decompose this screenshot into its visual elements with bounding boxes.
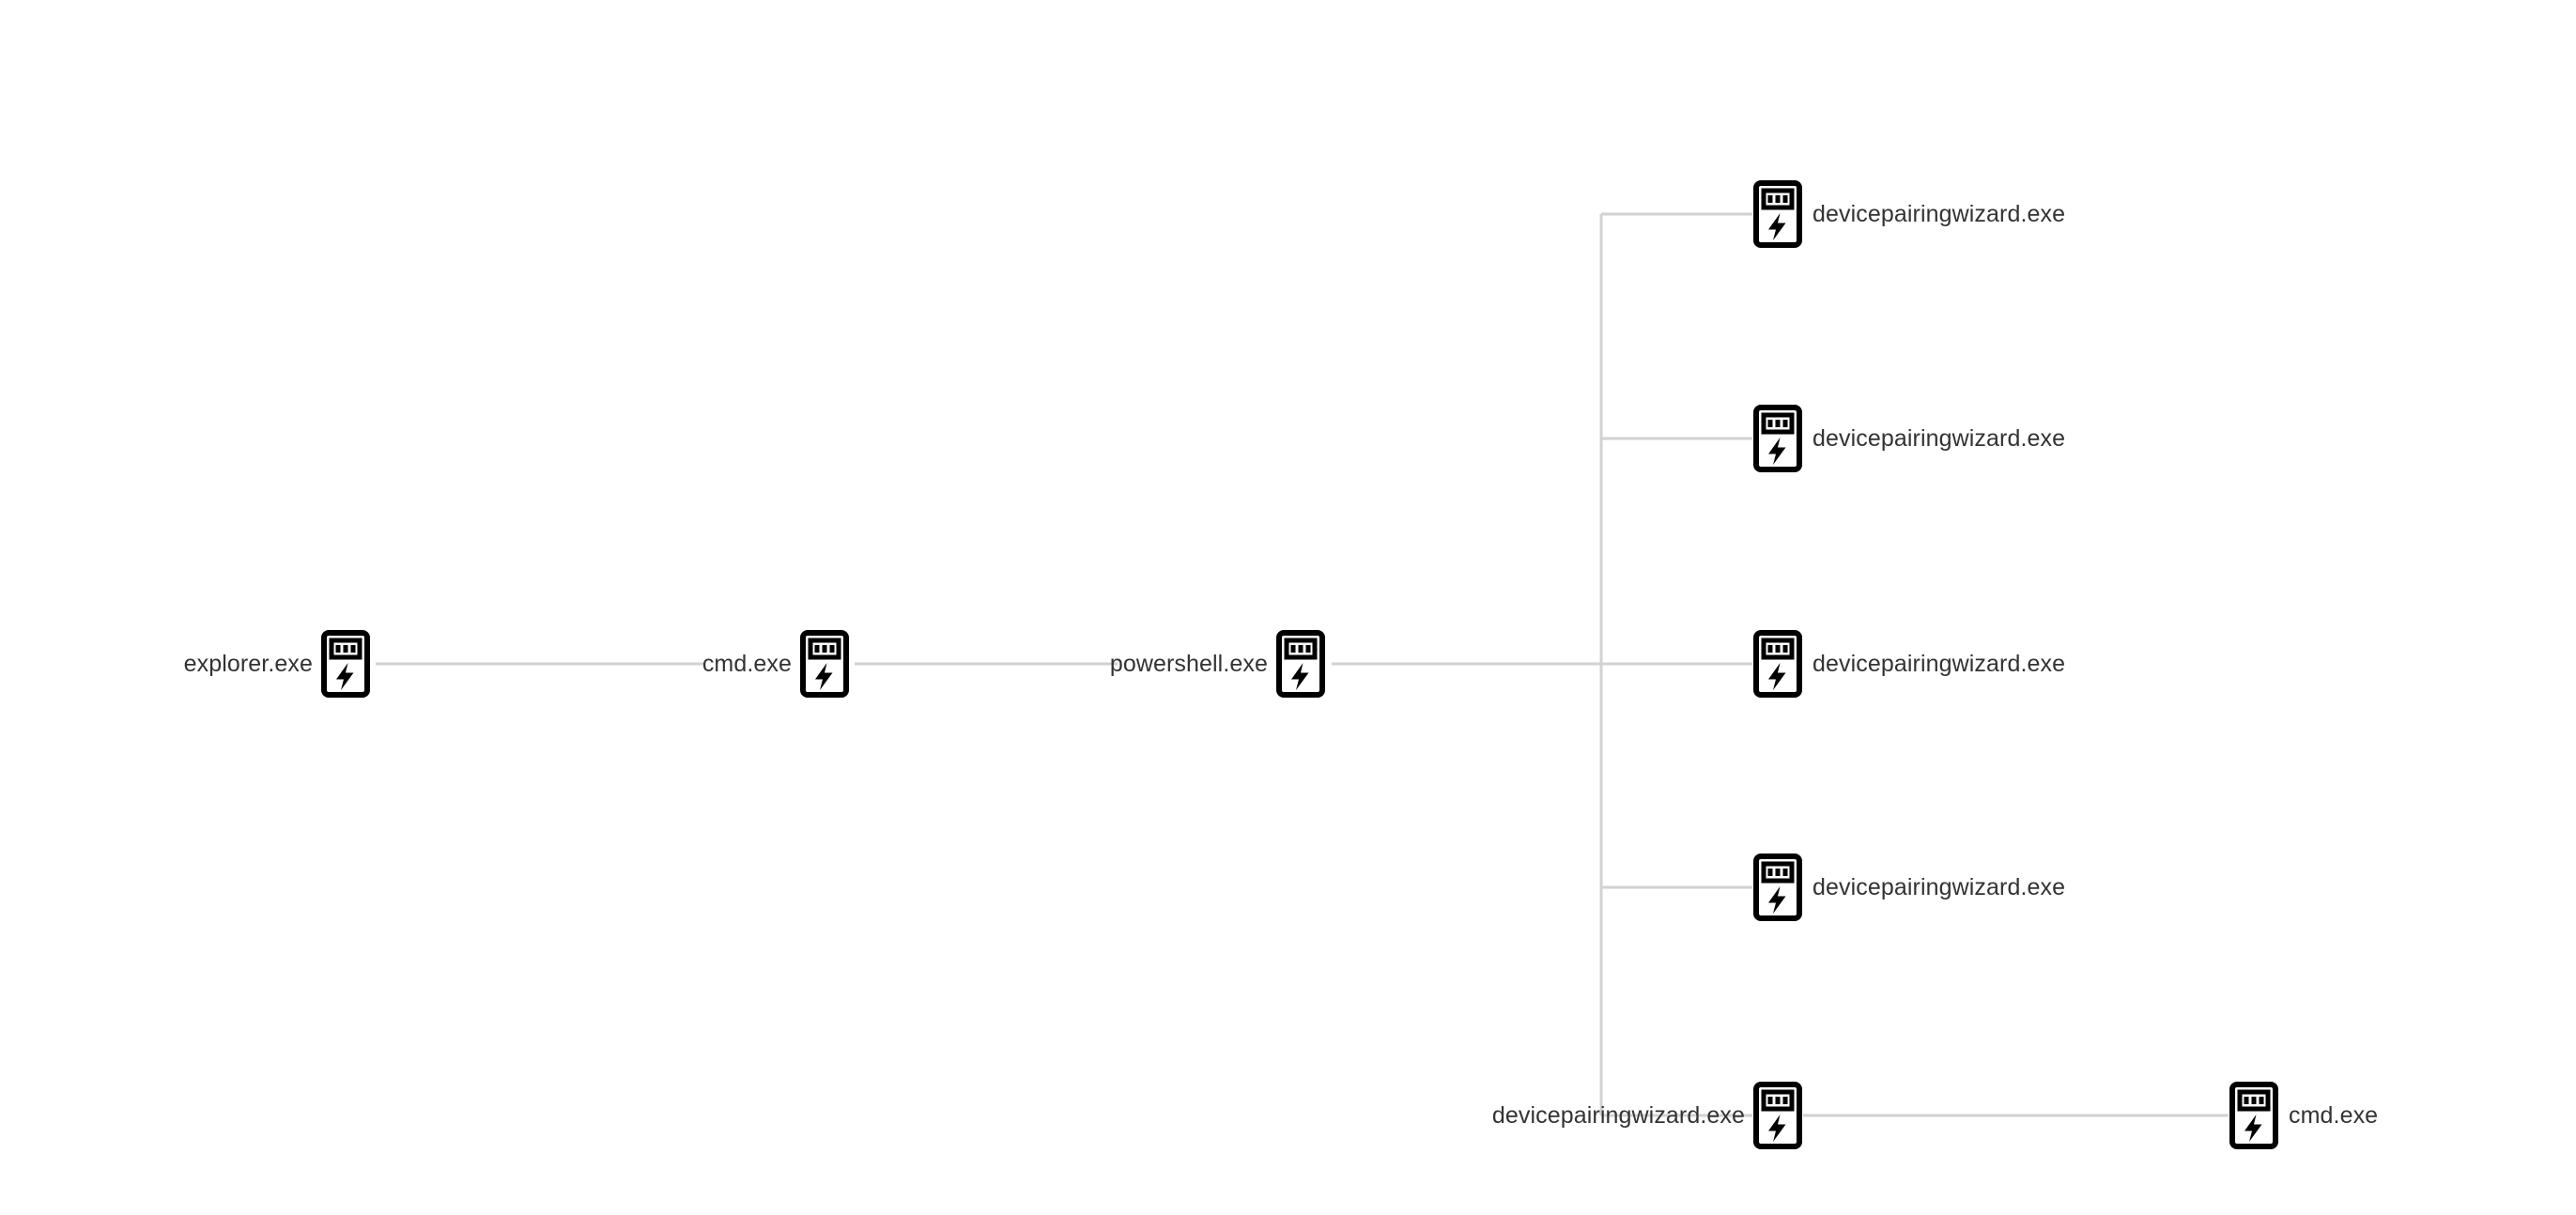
executable-process-icon <box>1753 630 1802 698</box>
executable-process-icon <box>321 630 370 698</box>
process-node-label: devicepairingwizard.exe <box>1491 1101 1745 1129</box>
process-node-powershell[interactable]: powershell.exe <box>1110 630 1326 698</box>
executable-process-icon <box>1753 180 1802 248</box>
executable-process-icon[interactable] <box>1752 180 1803 248</box>
process-node-dpw5[interactable]: devicepairingwizard.exe <box>1492 1082 1803 1149</box>
process-node-label: devicepairingwizard.exe <box>1812 424 2066 452</box>
process-node-explorer[interactable]: explorer.exe <box>184 630 371 698</box>
process-node-label: cmd.exe <box>2289 1101 2379 1129</box>
executable-process-icon[interactable] <box>1752 854 1803 921</box>
executable-process-icon[interactable] <box>1752 405 1803 472</box>
executable-process-icon <box>1753 1082 1802 1149</box>
process-node-dpw2[interactable]: devicepairingwizard.exe <box>1752 405 2065 472</box>
executable-process-icon[interactable] <box>2229 1082 2279 1149</box>
process-node-label: devicepairingwizard.exe <box>1812 200 2066 227</box>
executable-process-icon <box>1753 405 1802 472</box>
executable-process-icon[interactable] <box>320 630 371 698</box>
process-node-label: devicepairingwizard.exe <box>1812 873 2066 900</box>
process-node-label: powershell.exe <box>1109 650 1268 677</box>
executable-process-icon <box>800 630 849 698</box>
process-node-cmd1[interactable]: cmd.exe <box>702 630 850 698</box>
process-node-label: cmd.exe <box>702 650 792 677</box>
process-node-label: devicepairingwizard.exe <box>1812 650 2066 677</box>
process-node-dpw1[interactable]: devicepairingwizard.exe <box>1752 180 2065 248</box>
process-node-dpw3[interactable]: devicepairingwizard.exe <box>1752 630 2065 698</box>
executable-process-icon[interactable] <box>1275 630 1326 698</box>
executable-process-icon <box>1276 630 1325 698</box>
executable-process-icon <box>2229 1082 2278 1149</box>
executable-process-icon[interactable] <box>1752 630 1803 698</box>
process-node-cmd2[interactable]: cmd.exe <box>2229 1082 2378 1149</box>
executable-process-icon[interactable] <box>799 630 850 698</box>
process-node-dpw4[interactable]: devicepairingwizard.exe <box>1752 854 2065 921</box>
executable-process-icon[interactable] <box>1752 1082 1803 1149</box>
process-node-label: explorer.exe <box>183 650 313 677</box>
executable-process-icon <box>1753 854 1802 921</box>
